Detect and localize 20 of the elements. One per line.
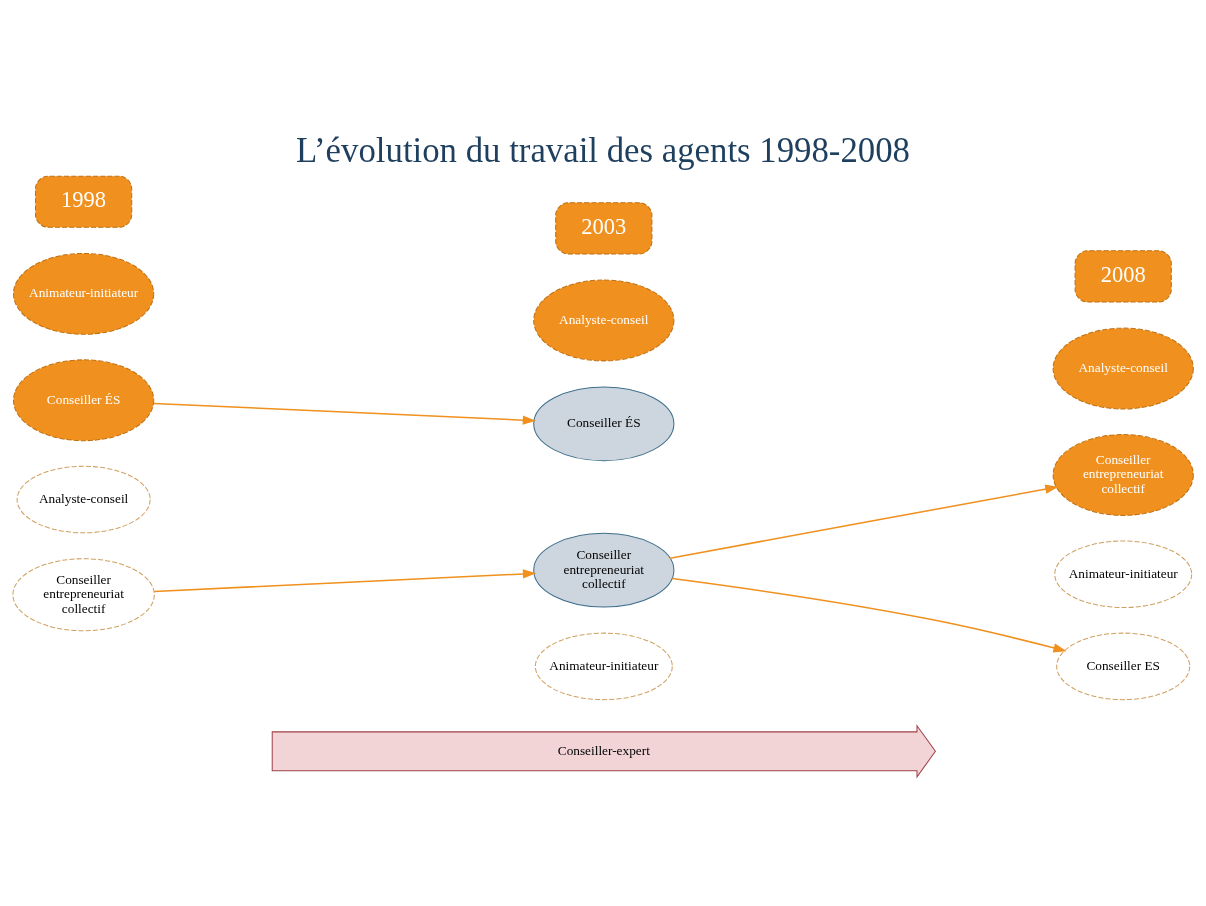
arrow bbox=[152, 402, 537, 425]
node-ellipse: Analyste-conseil bbox=[1052, 327, 1194, 409]
node-ellipse: Conseiller ES bbox=[1056, 632, 1191, 700]
node-box: 2008 bbox=[1074, 249, 1172, 303]
node-ellipse: Conseiller ÉS bbox=[13, 358, 155, 441]
node-ellipse: Conseiller entrepreneuriat collectif bbox=[533, 532, 675, 608]
node-ellipse: Conseiller entrepreneuriat collectif bbox=[12, 557, 155, 631]
node-box: 2003 bbox=[555, 201, 653, 254]
node-ellipse: Conseiller entrepreneuriat collectif bbox=[1052, 433, 1194, 516]
arrow bbox=[671, 577, 1067, 652]
arrow bbox=[669, 484, 1059, 559]
arrow bbox=[153, 568, 537, 592]
node-ellipse: Conseiller ÉS bbox=[533, 385, 675, 461]
node-ellipse: Animateur-initiateur bbox=[534, 632, 673, 700]
node-ellipse: Animateur-initiateur bbox=[13, 252, 155, 335]
node-ellipse: Analyste-conseil bbox=[533, 279, 675, 361]
node-ellipse: Animateur-initiateur bbox=[1054, 540, 1193, 608]
diagram-title: L’évolution du travail des agents 1998-2008 bbox=[295, 130, 911, 170]
node-ellipse: Analyste-conseil bbox=[16, 465, 151, 533]
node-box: 1998 bbox=[35, 175, 133, 228]
